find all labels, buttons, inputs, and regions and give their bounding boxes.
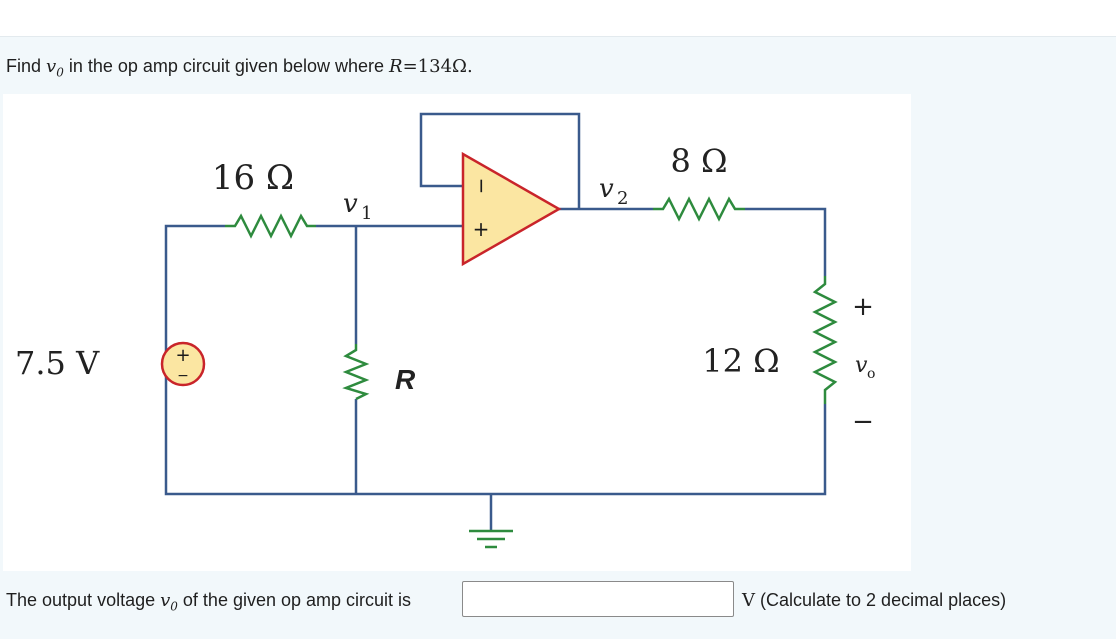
svg-text:v: v — [855, 353, 868, 378]
opamp-icon: − + — [461, 151, 562, 267]
r2-label: 8 Ω — [670, 142, 727, 180]
v2-label: v 2 — [599, 174, 628, 209]
question-r-symbol: R — [389, 56, 403, 77]
answer-unit-note: V (Calculate to 2 decimal places) — [742, 590, 1007, 611]
r-label: R — [395, 364, 416, 395]
source-label: 7.5 V — [15, 344, 100, 382]
resistor-16-ohm-icon — [225, 213, 316, 239]
source-minus-sign: − — [177, 368, 189, 384]
wire-feedback — [419, 112, 581, 209]
vo-plus-sign: + — [852, 292, 874, 322]
opamp-plus-sign: + — [473, 217, 490, 241]
wire-source-top — [164, 224, 225, 344]
vo-label: v o — [855, 353, 875, 382]
answer-input[interactable] — [462, 581, 734, 617]
wire-bottom-rail — [164, 384, 827, 496]
svg-text:2: 2 — [617, 188, 628, 209]
wires — [164, 112, 827, 531]
resistor-8-ohm-icon — [653, 196, 745, 222]
voltage-source-icon: + − — [160, 341, 206, 387]
svg-text:1: 1 — [361, 203, 372, 224]
vo-minus-sign: − — [852, 407, 874, 437]
r3-label: 12 Ω — [702, 342, 779, 380]
circuit-figure: + − − + 16 Ω v 1 R v 2 8 Ω 12 Ω 7.5 V + … — [3, 94, 911, 571]
question-var: v0 — [46, 56, 64, 80]
v1-label: v 1 — [343, 189, 372, 224]
top-bar — [0, 0, 1116, 37]
answer-prompt: The output voltage v0 of the given op am… — [6, 590, 412, 614]
answer-row: The output voltage v0 of the given op am… — [6, 580, 1106, 620]
question-prefix: Find — [6, 56, 47, 76]
resistor-r-icon — [342, 344, 370, 401]
question-r-value: =134Ω. — [402, 56, 473, 77]
resistor-12-ohm-icon — [812, 276, 838, 404]
opamp-minus-sign: − — [470, 178, 494, 195]
question-text: Find v0 in the op amp circuit given belo… — [6, 56, 473, 80]
svg-text:v: v — [343, 189, 358, 219]
circuit-diagram: + − − + 16 Ω v 1 R v 2 8 Ω 12 Ω 7.5 V + … — [15, 112, 875, 549]
wire-right — [745, 207, 827, 276]
source-plus-sign: + — [175, 345, 190, 366]
question-middle: in the op amp circuit given below where — [63, 56, 390, 76]
svg-text:v: v — [599, 174, 614, 204]
r1-label: 16 Ω — [212, 158, 294, 198]
svg-text:o: o — [867, 366, 875, 382]
ground-icon — [469, 529, 513, 549]
